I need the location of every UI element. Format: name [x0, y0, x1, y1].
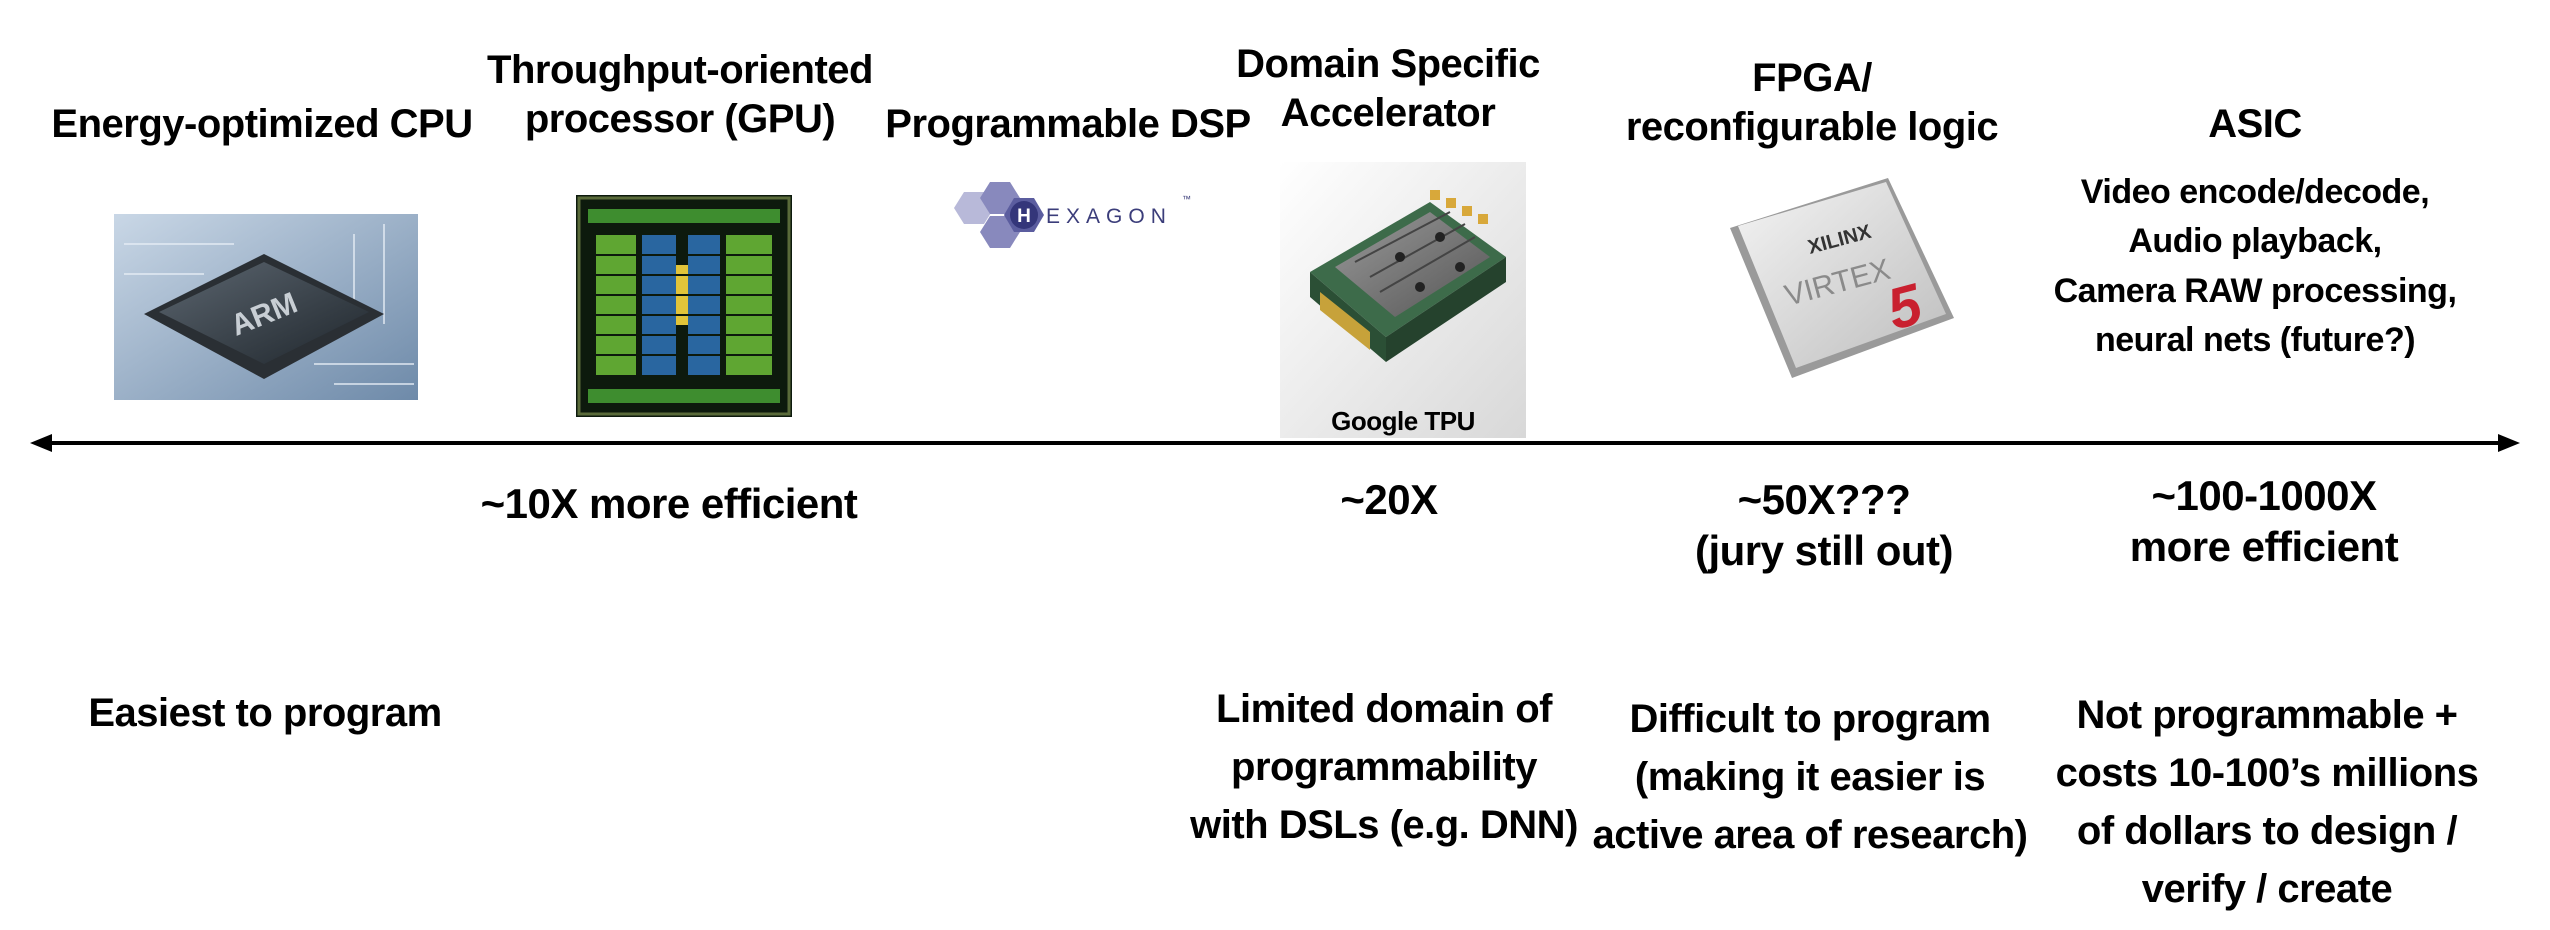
hexagon-logo: H EXAGON ™	[954, 182, 1191, 248]
arm-cpu-image: ARM	[114, 214, 418, 400]
fpga-programmability-line1: Difficult to program	[1629, 697, 1991, 741]
tpu-board-image: Google TPU	[1280, 162, 1526, 438]
asic-example-1: Video encode/decode,	[2080, 173, 2430, 211]
xilinx-virtex-chip-image: XILINX VIRTEX 5	[1730, 178, 1954, 378]
fpga-title-line2: reconfigurable logic	[1625, 104, 1999, 149]
asic-efficiency-line2: more efficient	[2129, 523, 2399, 571]
hexagon-logo-tm: ™	[1182, 194, 1191, 204]
accelerator-efficiency: ~20X	[1340, 476, 1438, 523]
asic-programmability-line2: costs 10-100’s millions	[2055, 751, 2479, 795]
fpga-programmability-line2: (making it easier is	[1634, 755, 1986, 799]
cpu-programmability: Easiest to program	[88, 691, 442, 735]
asic-efficiency-line1: ~100-1000X	[2151, 472, 2377, 519]
asic-programmability-line1: Not programmable +	[2076, 693, 2458, 737]
gpu-efficiency: ~10X more efficient	[480, 480, 858, 527]
fpga-programmability: Difficult to program (making it easier i…	[1593, 690, 2028, 864]
accelerator-programmability: Limited domain of programmability with D…	[1190, 680, 1578, 854]
gpu-title-line2: processor (GPU)	[524, 96, 836, 141]
asic-example-4: neural nets (future?)	[2094, 320, 2416, 359]
fpga-efficiency-line1: ~50X???	[1737, 476, 1911, 523]
asic-title: ASIC	[2208, 102, 2302, 146]
programmability-efficiency-axis	[30, 434, 2520, 452]
fpga-efficiency: ~50X??? (jury still out)	[1695, 474, 1954, 576]
asic-examples: Video encode/decode, Audio playback, Cam…	[2054, 168, 2457, 365]
fpga-efficiency-line2: (jury still out)	[1695, 527, 1954, 575]
accelerator-programmability-line3: with DSLs (e.g. DNN)	[1190, 803, 1578, 847]
fpga-programmability-line3: active area of research)	[1592, 813, 2028, 857]
fpga-title-line1: FPGA/	[1752, 56, 1872, 100]
asic-programmability-line3: of dollars to design /	[2076, 809, 2458, 853]
accelerator-title-line2: Accelerator	[1280, 90, 1496, 135]
asic-efficiency: ~100-1000X more efficient	[2129, 470, 2399, 572]
fpga-title: FPGA/ reconfigurable logic	[1625, 54, 1999, 152]
gpu-die-image	[576, 195, 792, 417]
asic-example-3: Camera RAW processing,	[2053, 271, 2457, 310]
asic-example-2: Audio playback,	[2128, 222, 2382, 261]
accelerator-programmability-line1: Limited domain of	[1216, 687, 1552, 731]
accelerator-title-line1: Domain Specific	[1236, 42, 1540, 86]
tpu-caption: Google TPU	[1331, 406, 1475, 436]
asic-programmability-line4: verify / create	[2141, 867, 2393, 911]
hexagon-logo-letter: H	[1017, 206, 1031, 227]
dsp-title: Programmable DSP	[885, 102, 1251, 146]
cpu-title: Energy-optimized CPU	[51, 102, 473, 146]
accelerator-programmability-line2: programmability	[1231, 745, 1537, 789]
asic-programmability: Not programmable + costs 10-100’s millio…	[2056, 686, 2479, 918]
accelerator-title: Domain Specific Accelerator	[1236, 40, 1540, 138]
hexagon-logo-text: EXAGON	[1046, 205, 1172, 228]
gpu-title: Throughput-oriented processor (GPU)	[487, 46, 873, 144]
gpu-title-line1: Throughput-oriented	[487, 48, 873, 92]
